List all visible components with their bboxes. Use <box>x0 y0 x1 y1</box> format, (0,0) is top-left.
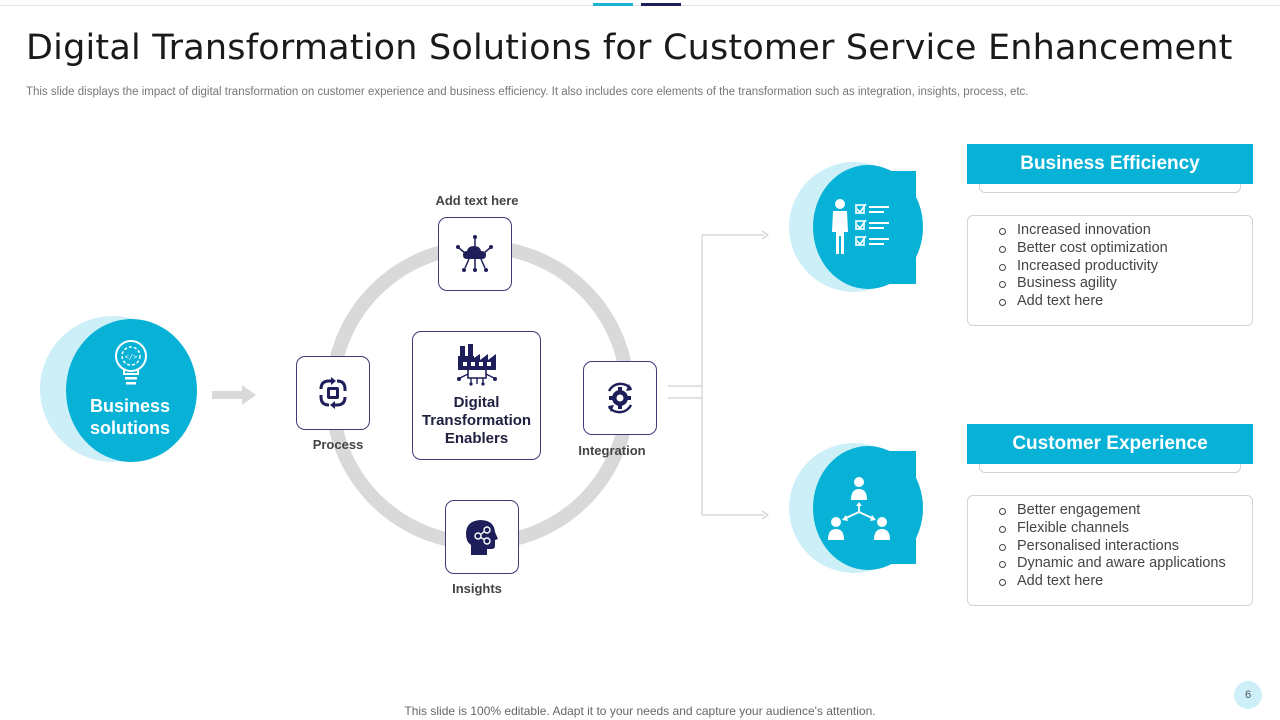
page-number-badge: 6 <box>1234 681 1262 709</box>
cycle-right-node[interactable] <box>583 361 657 435</box>
cycle-left-node[interactable] <box>296 356 370 430</box>
cycle-center-node[interactable]: Digital Transformation Enablers <box>412 331 541 460</box>
list-item: Increased productivity <box>998 258 1252 276</box>
cycle-right-label: Integration <box>578 443 646 458</box>
slide-footer: This slide is 100% editable. Adapt it to… <box>404 704 876 718</box>
center-label-line3: Enablers <box>444 430 509 447</box>
svg-text:</>: </> <box>125 353 138 361</box>
person-checklist-icon <box>832 199 889 254</box>
business-efficiency-title: Business Efficiency <box>967 144 1253 184</box>
list-item: Better cost optimization <box>998 240 1252 258</box>
center-label-line1: Digital <box>453 394 500 411</box>
list-item: Increased innovation <box>998 222 1252 240</box>
business-efficiency-tab <box>979 184 1241 193</box>
list-item: Dynamic and aware applications <box>998 555 1252 573</box>
head-network-icon <box>466 520 498 555</box>
gear-cycle-icon <box>607 382 633 414</box>
customer-experience-list: Better engagement Flexible channels Pers… <box>967 495 1253 606</box>
business-efficiency-list: Increased innovation Better cost optimiz… <box>967 215 1253 326</box>
process-cycle-icon <box>319 377 347 409</box>
center-label: Digital Transformation Enablers <box>422 394 531 448</box>
branch-connector <box>668 230 770 520</box>
business-solutions-circle <box>66 319 197 462</box>
business-solutions-line1: Business <box>89 396 171 416</box>
customer-experience-rect <box>866 451 916 564</box>
customer-experience-tab <box>979 464 1241 473</box>
business-solutions-line2: solutions <box>90 418 170 438</box>
cycle-bottom-node[interactable] <box>445 500 519 574</box>
cycle-top-label: Add text here <box>435 193 519 208</box>
people-network-icon <box>828 477 890 540</box>
list-item: Personalised interactions <box>998 538 1252 556</box>
accent-bar-teal <box>593 3 633 6</box>
list-item: Add text here <box>998 293 1252 311</box>
accent-bar-navy <box>641 3 681 6</box>
top-divider <box>0 5 1280 6</box>
list-item: Business agility <box>998 275 1252 293</box>
lightbulb-code-icon: </> <box>115 340 147 385</box>
center-label-line2: Transformation <box>421 412 532 429</box>
customer-experience-title: Customer Experience <box>967 424 1253 464</box>
arrow-right-icon <box>212 385 256 405</box>
factory-chip-icon <box>456 344 497 386</box>
cycle-left-label: Process <box>312 437 364 452</box>
cycle-bottom-label: Insights <box>452 581 502 596</box>
slide-title: Digital Transformation Solutions for Cus… <box>26 28 1233 68</box>
list-item: Flexible channels <box>998 520 1252 538</box>
list-item: Better engagement <box>998 502 1252 520</box>
business-solutions-label: Business solutions <box>70 395 190 439</box>
list-item: Add text here <box>998 573 1252 591</box>
cycle-top-node[interactable] <box>438 217 512 291</box>
slide-subtitle: This slide displays the impact of digita… <box>26 86 1029 98</box>
cloud-network-icon <box>456 235 493 272</box>
